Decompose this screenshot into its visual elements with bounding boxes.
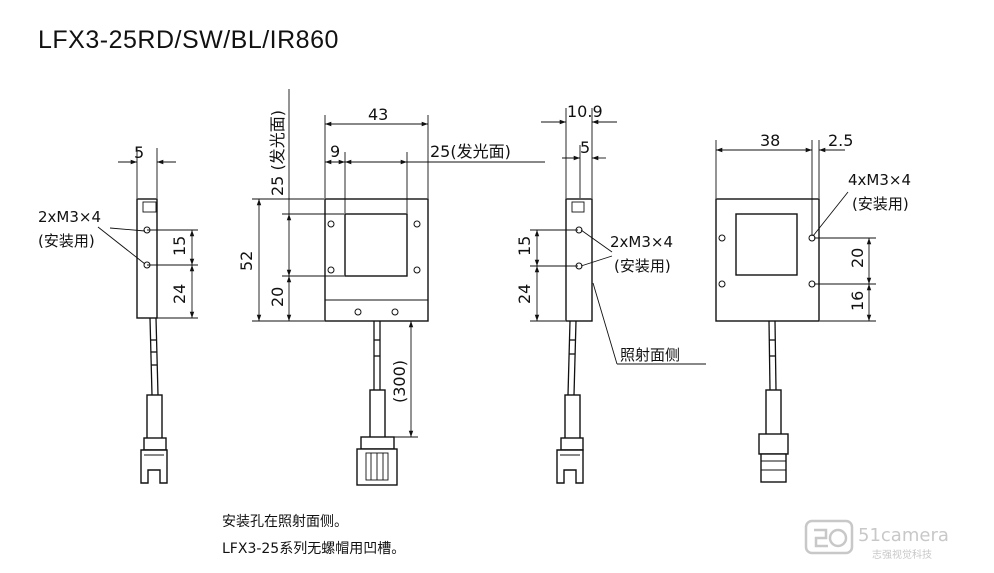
dim-43: 43 (368, 105, 388, 124)
dim-9: 9 (330, 142, 340, 161)
dim-25-emit: 25(发光面) (430, 142, 511, 161)
dim-24-right: 24 (515, 284, 534, 304)
cable-sleeve (146, 394, 163, 441)
front-hole (327, 266, 335, 274)
screw-label-left: 2xM3×4 (38, 208, 101, 226)
dim-25-vertical: 25 (发光面) (268, 110, 287, 196)
dim-2-5: 2.5 (828, 131, 853, 150)
notes: 安装孔在照射面侧。 LFX3-25系列无螺帽用凹槽。 (222, 514, 405, 557)
cable-line (149, 317, 153, 396)
connector (140, 449, 168, 484)
emit-window (344, 213, 408, 277)
dim-24-left: 24 (170, 284, 189, 304)
front-hole (354, 308, 362, 316)
connector-neck (758, 433, 789, 455)
front-hole (413, 266, 421, 274)
front-view: 43 9 25(发光面) 52 25 (发光面) 20 (300) (237, 89, 545, 486)
screw-label-back: 4xM3×4 (848, 171, 911, 189)
leader-right (580, 229, 613, 253)
dim-38: 38 (760, 131, 780, 150)
watermark-brand: 51camera (858, 525, 949, 546)
dim-20-back: 20 (848, 248, 867, 268)
connector (556, 449, 584, 484)
connector (760, 453, 787, 483)
back-window (735, 213, 798, 276)
back-hole (718, 280, 726, 288)
dim-52: 52 (237, 251, 256, 271)
cable-line (155, 317, 159, 396)
leader-left (97, 226, 146, 265)
connector-neck (360, 436, 395, 450)
logo-lens-icon (828, 528, 848, 548)
emit-side-label: 照射面侧 (620, 346, 680, 364)
dim-5-right: 5 (580, 138, 590, 157)
side-slot (571, 201, 585, 213)
right-side-view: 10.9 5 15 24 2xM3×4 (安装用) 照射面侧 (515, 102, 706, 484)
note-1: 安装孔在照射面侧。 (222, 514, 348, 530)
dim-15-right: 15 (515, 236, 534, 256)
watermark-tagline: 志强视觉科技 (872, 548, 932, 561)
dim-20-front: 20 (268, 287, 287, 307)
front-hole (327, 220, 335, 228)
front-hole (413, 220, 421, 228)
leader-emit-side (592, 282, 618, 365)
cable-sleeve (369, 389, 386, 439)
note-2: LFX3-25系列无螺帽用凹槽。 (222, 541, 405, 557)
leader-back (812, 191, 849, 237)
mount-label-right: (安装用) (614, 257, 671, 275)
watermark-logo: 51camera 志强视觉科技 (804, 519, 949, 561)
cable-sleeve (564, 394, 581, 441)
screw-label-right: 2xM3×4 (610, 233, 673, 251)
side-body (136, 198, 158, 319)
connector-neck (143, 437, 167, 451)
mount-label-left: (安装用) (38, 232, 95, 250)
dim-15-left: 15 (170, 236, 189, 256)
logo-5-icon (814, 528, 828, 548)
logo-frame-icon (804, 519, 854, 555)
left-side-view: 5 15 24 2xM3×4 (安装用) (38, 143, 198, 484)
dim-5-left: 5 (134, 143, 144, 162)
back-view: 38 2.5 4xM3×4 (安装用) 20 16 (715, 131, 911, 483)
page-title: LFX3-25RD/SW/BL/IR860 (38, 26, 339, 54)
dim-300: (300) (390, 360, 409, 403)
dim-10-9: 10.9 (567, 102, 603, 121)
side-slot (142, 201, 157, 213)
front-hole (391, 308, 399, 316)
mount-label-back: (安装用) (852, 195, 909, 213)
connector-neck (560, 437, 584, 451)
dim-16-back: 16 (848, 291, 867, 311)
cable-sleeve (765, 389, 782, 437)
side-body (565, 198, 593, 322)
back-hole (718, 234, 726, 242)
